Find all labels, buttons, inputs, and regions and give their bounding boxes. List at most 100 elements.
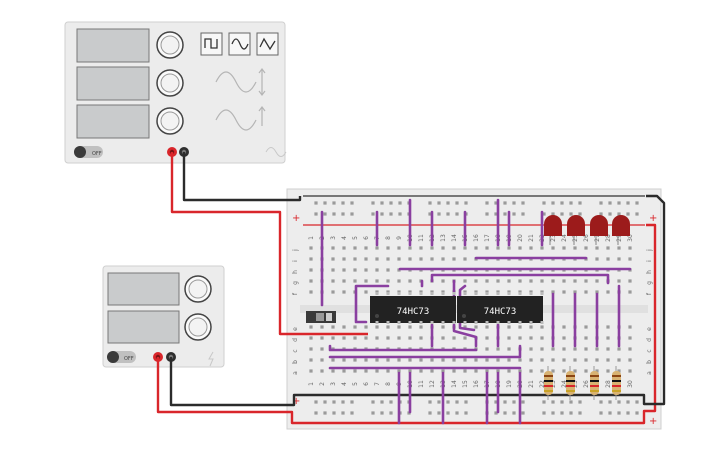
rail-plus-label: + bbox=[649, 416, 657, 427]
breadboard-label: 2 bbox=[319, 382, 326, 386]
voltage-display bbox=[107, 272, 180, 306]
breadboard-label: 24 bbox=[561, 380, 568, 388]
breadboard-label: 15 bbox=[462, 380, 469, 388]
resistor bbox=[566, 366, 575, 400]
chip-label: 74HC73 bbox=[397, 307, 430, 317]
chip-pin bbox=[375, 321, 379, 324]
chip-pin bbox=[397, 292, 401, 295]
current-knob[interactable] bbox=[184, 313, 212, 341]
chip-pin bbox=[496, 321, 500, 324]
chip-pin bbox=[430, 292, 434, 295]
breadboard-label: h bbox=[646, 270, 653, 274]
power-switch-label: OFF bbox=[124, 356, 134, 362]
breadboard-label: i bbox=[646, 260, 653, 262]
rail-plus-label: + bbox=[292, 213, 300, 224]
chip-pin bbox=[452, 321, 456, 324]
voltage-knob[interactable] bbox=[184, 275, 212, 303]
chip-pin bbox=[540, 321, 544, 324]
breadboard-label: 8 bbox=[385, 236, 392, 240]
chip-pin bbox=[408, 321, 412, 324]
chip-pin bbox=[507, 292, 511, 295]
rail-plus-label: + bbox=[649, 213, 657, 224]
breadboard-label: b bbox=[292, 360, 299, 364]
breadboard-label: 4 bbox=[341, 382, 348, 386]
chip-pin bbox=[419, 321, 423, 324]
breadboard-label: 27 bbox=[594, 234, 601, 242]
frequency-display bbox=[76, 28, 150, 63]
chip-pin bbox=[441, 321, 445, 324]
chip-pin bbox=[485, 292, 489, 295]
chip-pin bbox=[430, 321, 434, 324]
resistor-array[interactable] bbox=[544, 366, 621, 400]
sine-wave-icon bbox=[231, 38, 249, 50]
chip-pin bbox=[529, 321, 533, 324]
square-wave-icon bbox=[204, 38, 218, 49]
chip-pin bbox=[419, 292, 423, 295]
breadboard-label: 24 bbox=[561, 234, 568, 242]
offset-knob[interactable] bbox=[156, 107, 184, 135]
led-array[interactable] bbox=[544, 215, 630, 245]
red-led bbox=[590, 215, 608, 245]
breadboard-label: 3 bbox=[330, 382, 337, 386]
amplitude-display bbox=[76, 66, 150, 101]
ic-chip-2[interactable]: 74HC73 bbox=[457, 292, 544, 324]
chip-pin bbox=[518, 321, 522, 324]
frequency-knob[interactable] bbox=[156, 31, 184, 59]
triangle-wave-icon bbox=[259, 37, 276, 51]
rail-plus-label: + bbox=[292, 396, 300, 407]
power-wires[interactable] bbox=[156, 152, 666, 425]
power-supply[interactable]: OFF bbox=[102, 265, 225, 368]
breadboard-label: f bbox=[646, 292, 653, 295]
breadboard-label: g bbox=[646, 281, 653, 285]
breadboard-label: 26 bbox=[583, 380, 590, 388]
brand-logo bbox=[265, 147, 287, 157]
power-switch[interactable]: OFF bbox=[74, 146, 103, 158]
breadboard-label: 29 bbox=[616, 234, 623, 242]
breadboard-label: 7 bbox=[374, 382, 381, 386]
chip-pin bbox=[397, 321, 401, 324]
breadboard-label: c bbox=[646, 349, 653, 352]
chip-pin bbox=[408, 292, 412, 295]
breadboard-label: f bbox=[292, 292, 299, 295]
chip-pin bbox=[441, 292, 445, 295]
jumper-wire bbox=[430, 273, 610, 285]
slide-switch[interactable] bbox=[306, 311, 336, 323]
square-wave-button[interactable] bbox=[200, 32, 223, 56]
chip-pin bbox=[496, 292, 500, 295]
amplitude-knob[interactable] bbox=[156, 69, 184, 97]
breadboard-label: 23 bbox=[550, 380, 557, 388]
resistor bbox=[612, 366, 621, 400]
chip-pin bbox=[474, 292, 478, 295]
triangle-wave-button[interactable] bbox=[256, 32, 279, 56]
breadboard-label: 17 bbox=[484, 234, 491, 242]
breadboard-label: 25 bbox=[572, 380, 579, 388]
breadboard-label: 16 bbox=[473, 380, 480, 388]
sine-wave-button[interactable] bbox=[228, 32, 251, 56]
power-switch[interactable]: OFF bbox=[107, 351, 136, 363]
ic-chip-1[interactable]: 74HC73 bbox=[370, 292, 456, 324]
breadboard-label: j bbox=[292, 249, 299, 252]
jumper-wire bbox=[354, 284, 390, 324]
chip-pin bbox=[452, 292, 456, 295]
chip-pin bbox=[375, 292, 379, 295]
black-wire bbox=[169, 194, 666, 407]
breadboard-label: 25 bbox=[572, 234, 579, 242]
breadboard-label: c bbox=[292, 349, 299, 352]
breadboard-label: 19 bbox=[506, 380, 513, 388]
power-switch-label: OFF bbox=[92, 151, 102, 157]
function-generator[interactable]: OFF bbox=[64, 21, 287, 164]
chip-label: 74HC73 bbox=[484, 307, 517, 317]
breadboard-label: 26 bbox=[583, 234, 590, 242]
jumper-wire bbox=[328, 344, 478, 352]
offset-diagram-icon bbox=[215, 106, 266, 131]
breadboard-label: 13 bbox=[440, 234, 447, 242]
breadboard-label: 30 bbox=[627, 234, 634, 242]
red-wire bbox=[170, 152, 368, 336]
breadboard-label: 6 bbox=[363, 382, 370, 386]
red-led bbox=[567, 215, 585, 245]
breadboard-label: 21 bbox=[528, 380, 535, 388]
breadboard-label: 16 bbox=[473, 234, 480, 242]
breadboard-label: 1 bbox=[308, 236, 315, 240]
